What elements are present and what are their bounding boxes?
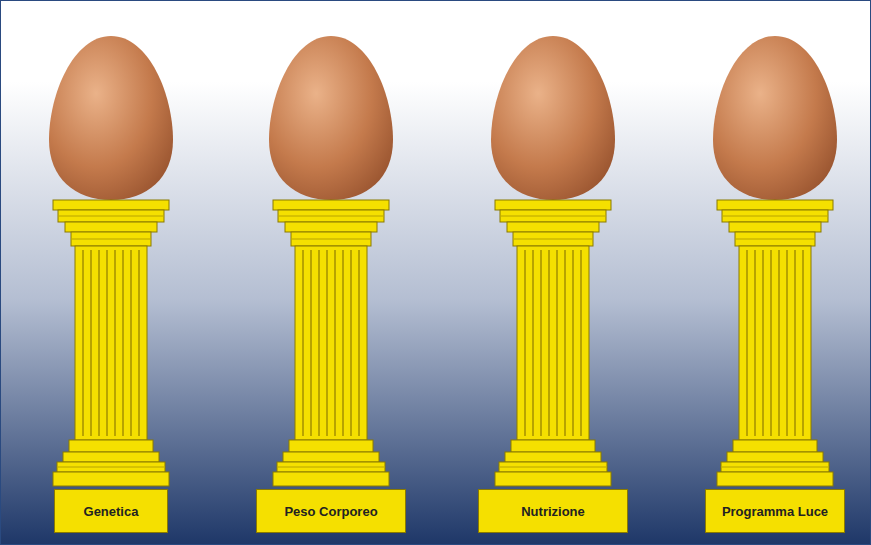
pillar-plinth: Genetica [54, 489, 168, 533]
plinth-label: Programma Luce [722, 504, 828, 519]
plinth-label: Genetica [84, 504, 139, 519]
plinth-label: Nutrizione [521, 504, 585, 519]
plinth-label: Peso Corporeo [284, 504, 377, 519]
pillar-plinth: Programma Luce [705, 489, 845, 533]
pillar-plinth: Nutrizione [478, 489, 628, 533]
pillar-plinth: Peso Corporeo [256, 489, 406, 533]
